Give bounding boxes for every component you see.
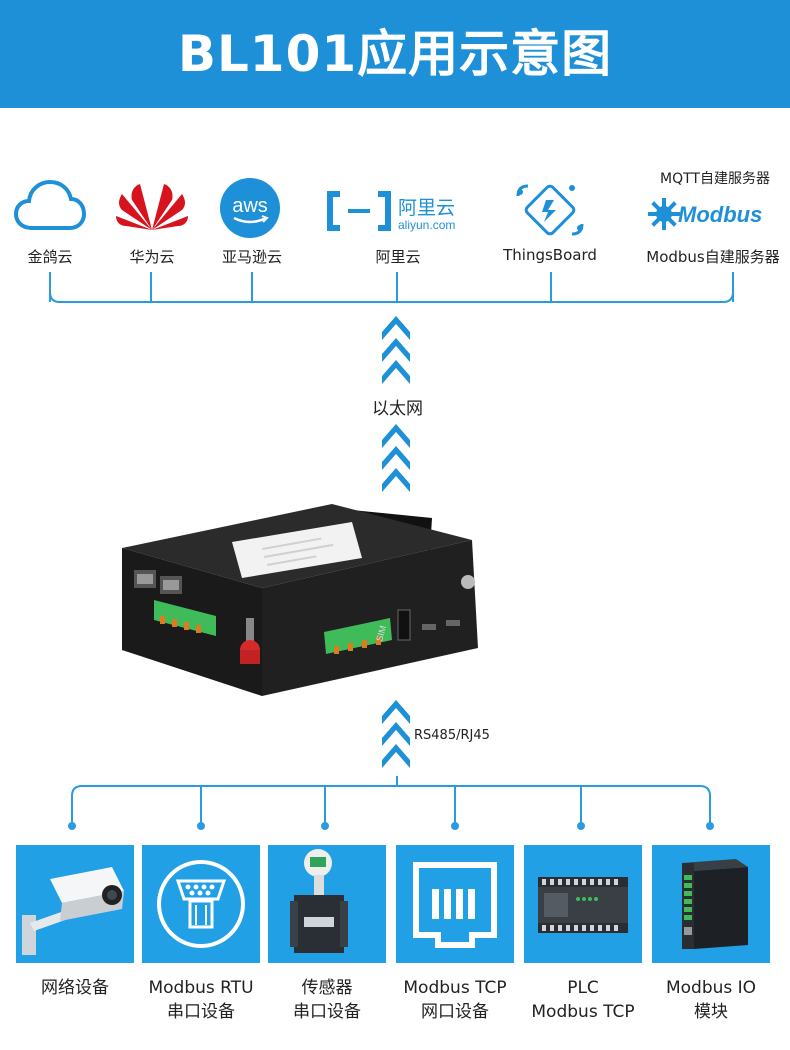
huawei-logo-icon <box>112 178 192 234</box>
aws-logo-text: aws <box>232 195 268 217</box>
aliyun-logo-main: 阿里云 <box>398 197 455 219</box>
cloud-label-aws: 亚马逊云 <box>221 248 282 266</box>
cloud-label-thingsboard: ThingsBoard <box>503 246 597 264</box>
cloud-label-aliyun: 阿里云 <box>375 248 421 266</box>
gateway-sim-label: SIM <box>374 624 388 642</box>
thingsboard-logo-icon <box>510 178 590 240</box>
device-label-sensor: 传感器 串口设备 <box>257 976 397 1024</box>
cloud-label-modbus: Modbus自建服务器 <box>646 248 780 266</box>
device-label-line2: 串口设备 <box>293 1002 361 1022</box>
device-label-network: 网络设备 <box>5 976 145 1000</box>
aws-logo-icon: aws <box>218 178 282 242</box>
cloud-outline-icon <box>14 178 86 234</box>
aliyun-logo-sub: aliyun.com <box>398 218 455 232</box>
modbus-logo-text: Modbus <box>678 202 762 227</box>
device-label-modbus-tcp: Modbus TCP 网口设备 <box>385 976 525 1024</box>
device-label-line1: Modbus RTU <box>148 978 254 998</box>
device-label-line1: 网络设备 <box>41 978 109 998</box>
page-title: BL101应用示意图 <box>177 25 613 83</box>
serial-link-label: RS485/RJ45 <box>414 728 490 743</box>
ethernet-label: 以太网 <box>372 399 423 419</box>
device-label-line2: 模块 <box>694 1002 728 1022</box>
camera-icon <box>16 845 134 963</box>
serial-port-icon <box>142 845 260 963</box>
device-label-modbus-io: Modbus IO 模块 <box>641 976 781 1024</box>
device-label-plc: PLC Modbus TCP <box>513 976 653 1024</box>
device-label-line2: 网口设备 <box>421 1002 489 1022</box>
device-label-modbus-rtu: Modbus RTU 串口设备 <box>131 976 271 1024</box>
device-label-line1: PLC <box>567 978 599 998</box>
cloud-bus-line <box>49 272 734 303</box>
device-label-line2: 串口设备 <box>167 1002 235 1022</box>
cloud-label-jinge: 金鸽云 <box>27 248 73 266</box>
ethernet-arrows-lower <box>382 424 410 492</box>
device-label-line1: Modbus IO <box>665 978 757 998</box>
aliyun-logo-icon: 阿里云 aliyun.com <box>326 190 464 234</box>
flowmeter-sensor-icon <box>268 845 386 963</box>
rj45-port-icon <box>396 845 514 963</box>
bl101-gateway-image: SIM <box>122 504 478 696</box>
mqtt-server-label: MQTT自建服务器 <box>660 171 770 187</box>
header-banner: BL101应用示意图 <box>0 0 790 108</box>
device-bus-line <box>68 776 714 830</box>
serial-arrows <box>382 700 410 768</box>
cloud-label-huawei: 华为云 <box>129 248 175 266</box>
device-label-line1: Modbus TCP <box>403 978 507 998</box>
plc-icon <box>524 845 642 963</box>
ethernet-arrows-upper <box>382 316 410 384</box>
io-module-icon <box>652 845 770 963</box>
modbus-logo-icon: Modbus <box>648 196 774 232</box>
device-label-line1: 传感器 <box>301 978 353 998</box>
device-label-line2: Modbus TCP <box>531 1002 635 1022</box>
